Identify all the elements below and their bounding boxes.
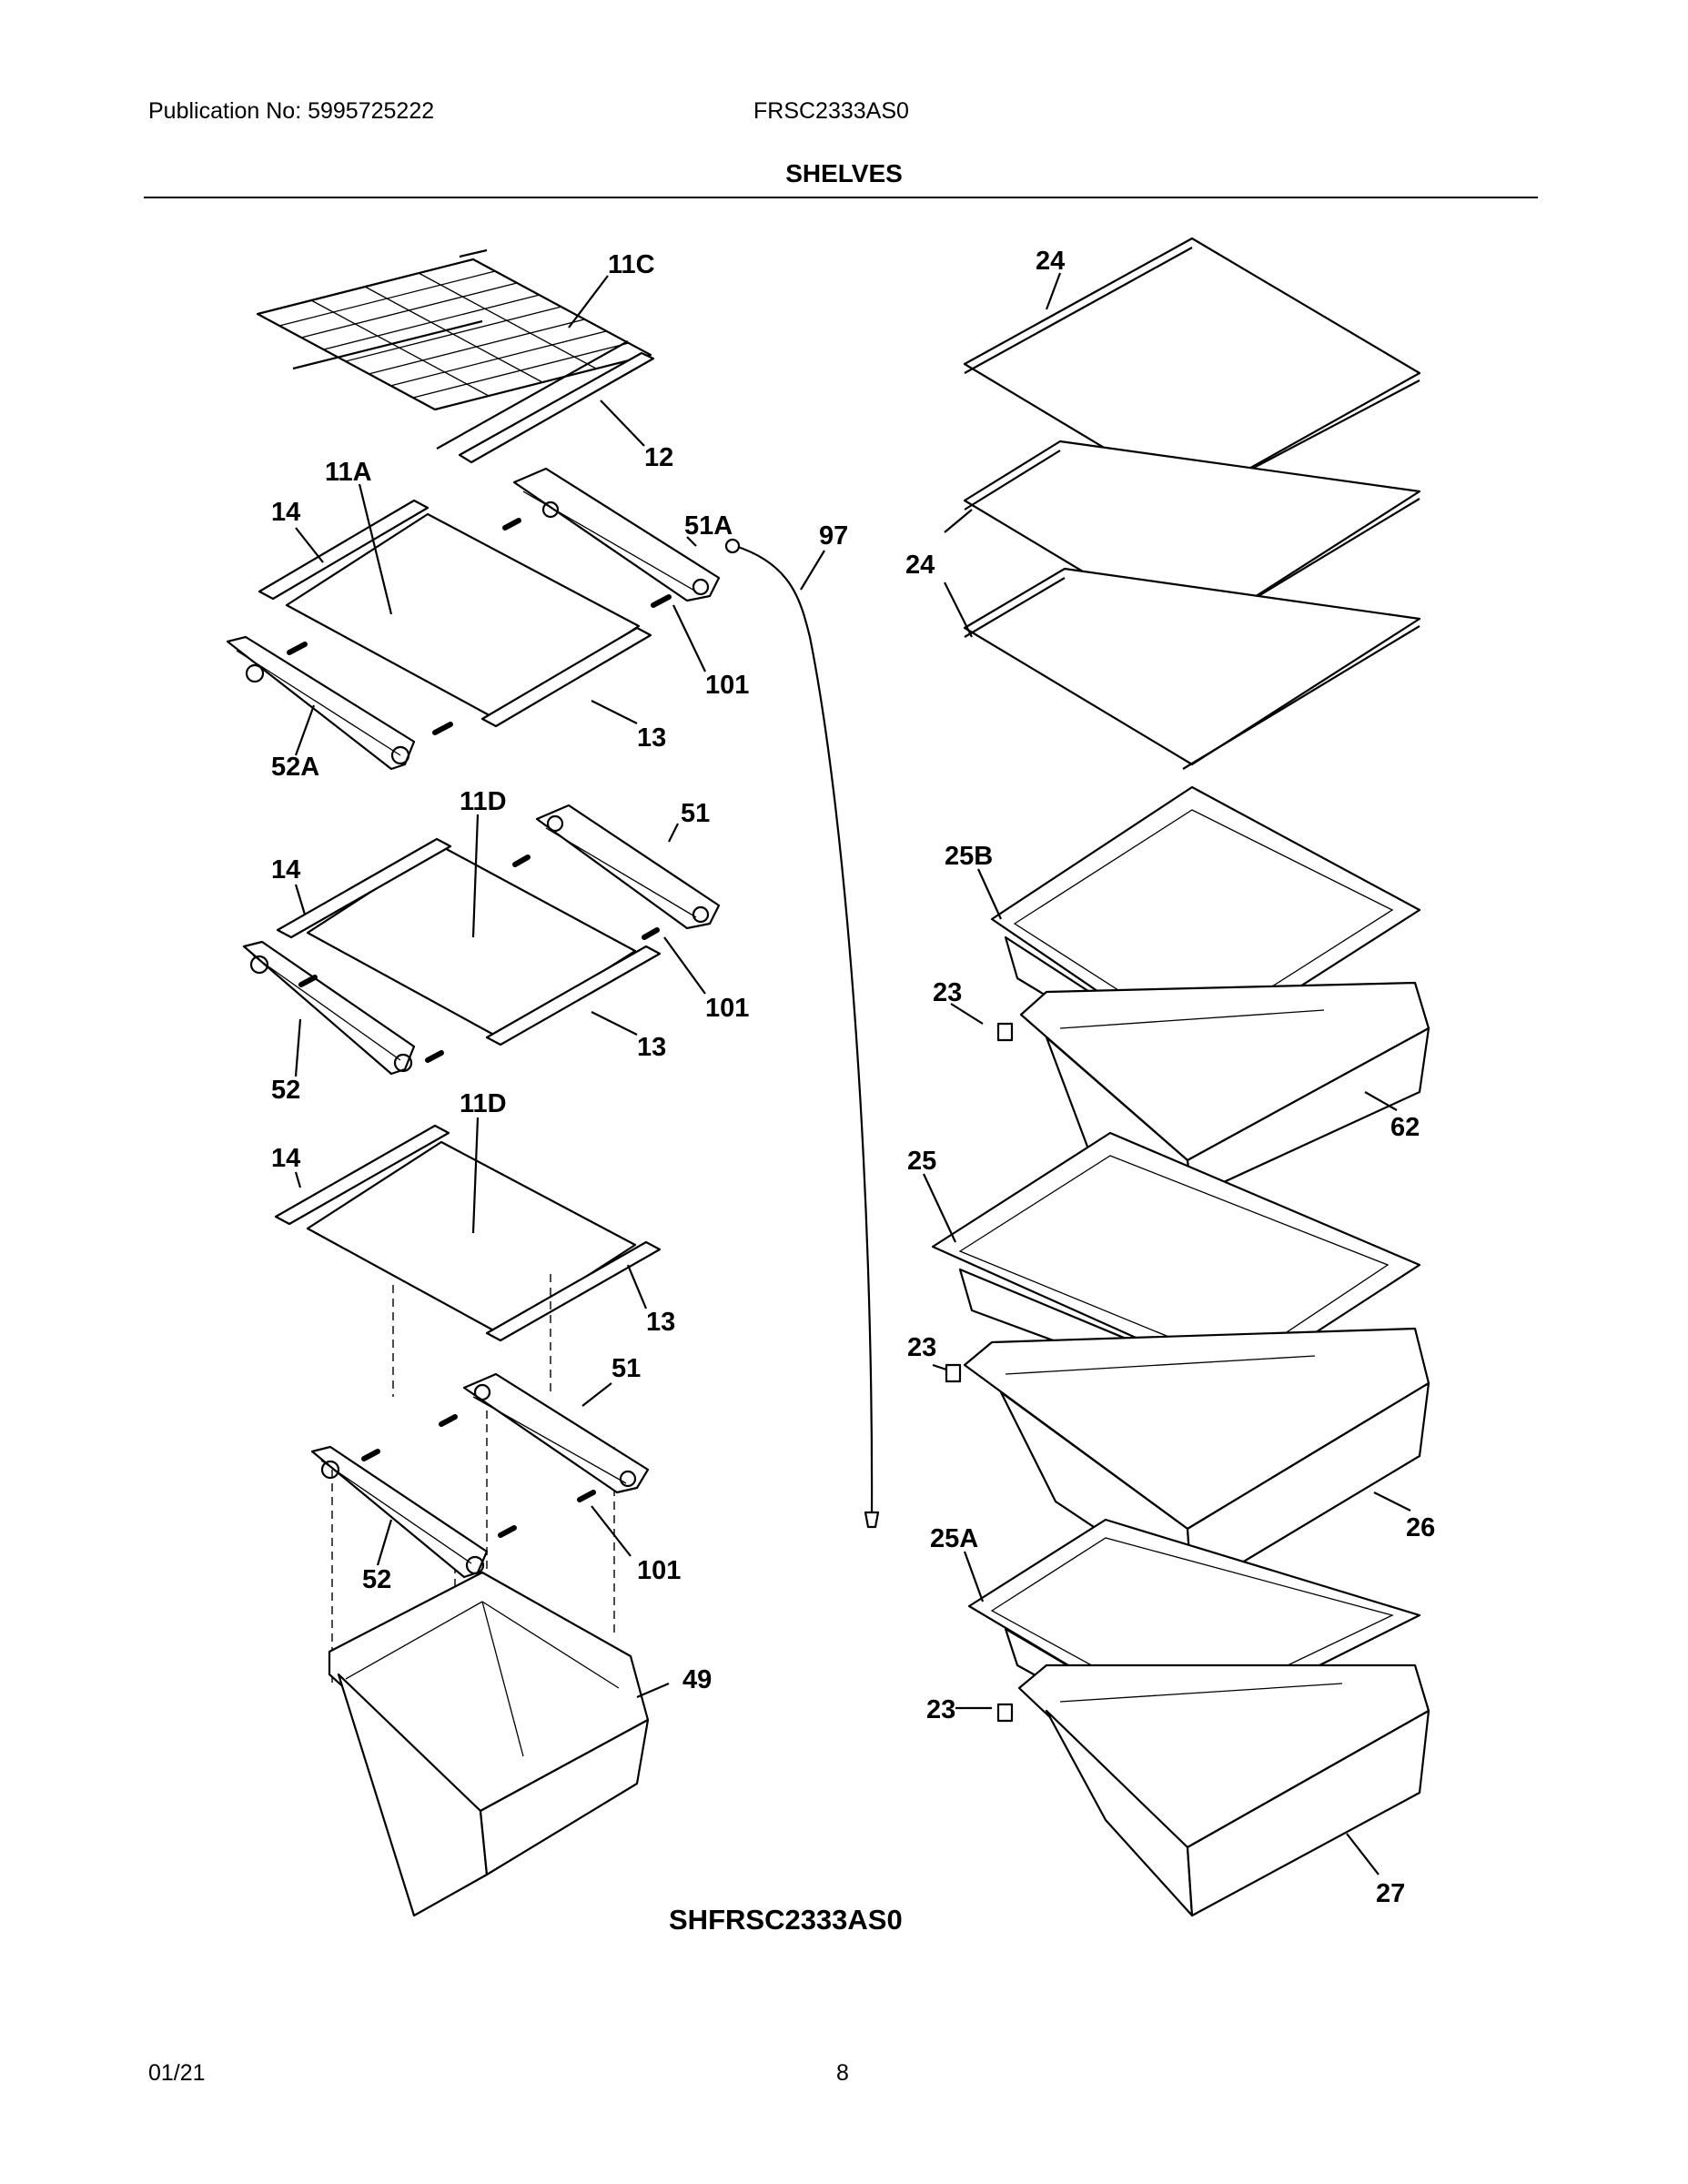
trim-13a <box>480 626 652 728</box>
part-label-26: 26 <box>1406 1513 1435 1542</box>
diagram-code: SHFRSC2333AS0 <box>669 1904 903 1936</box>
part-label-49: 49 <box>682 1665 712 1694</box>
part-label-52-a: 52 <box>271 1076 300 1105</box>
trim-14b <box>276 837 452 939</box>
bracket-51-upper <box>535 804 721 930</box>
clip-23b <box>945 1363 962 1383</box>
part-label-51-a: 51 <box>681 799 710 828</box>
leader-lines <box>294 272 1411 1876</box>
footer-date: 01/21 <box>148 2060 206 2086</box>
part-label-24-b: 24 <box>905 551 935 580</box>
bracket-52a <box>226 635 416 771</box>
publication-number: Publication No: 5995725222 <box>148 98 435 124</box>
bracket-51a <box>512 467 721 602</box>
water-tube-97 <box>734 544 874 1521</box>
part-label-11d-b: 11D <box>460 1089 507 1118</box>
screw-b4 <box>425 1050 444 1063</box>
part-label-13-c: 13 <box>646 1308 675 1337</box>
part-label-23-c: 23 <box>926 1695 955 1724</box>
bracket-52-upper <box>242 940 416 1076</box>
tube-fitting-top <box>724 538 741 554</box>
screw-c2 <box>577 1490 596 1502</box>
screw-c4 <box>498 1525 517 1538</box>
part-label-14-a: 14 <box>271 498 300 527</box>
page-number: 8 <box>836 2060 849 2086</box>
clip-23a <box>996 1022 1014 1042</box>
part-label-25: 25 <box>907 1147 936 1176</box>
screw-c3 <box>361 1449 380 1461</box>
part-label-101-b: 101 <box>705 994 749 1023</box>
part-label-52-b: 52 <box>362 1565 391 1594</box>
screw-b2 <box>642 927 660 940</box>
part-label-11a: 11A <box>325 458 372 487</box>
trim-13b <box>485 945 662 1046</box>
part-label-27: 27 <box>1376 1879 1405 1908</box>
trim-13c <box>485 1240 662 1342</box>
part-label-14-c: 14 <box>271 1144 300 1173</box>
screw-a2 <box>651 594 672 608</box>
section-title: SHELVES <box>785 159 903 187</box>
part-label-12: 12 <box>644 443 673 472</box>
trim-14c <box>274 1124 450 1226</box>
wire-shelf-11c <box>256 248 652 450</box>
bracket-51-lower <box>462 1372 650 1494</box>
bracket-52-lower <box>310 1445 489 1579</box>
part-label-25a: 25A <box>930 1524 978 1553</box>
drawer-26 <box>963 1327 1430 1594</box>
drawer-27 <box>1017 1663 1430 1917</box>
part-label-101-a: 101 <box>705 671 749 700</box>
screw-b3 <box>298 975 318 987</box>
part-label-62: 62 <box>1390 1113 1420 1142</box>
part-label-24-a: 24 <box>1036 247 1065 276</box>
part-label-13-a: 13 <box>637 723 666 753</box>
part-label-51a: 51A <box>684 511 733 541</box>
shelf-rail-12 <box>458 351 655 464</box>
trim-14a <box>258 499 430 601</box>
screw-a3 <box>287 642 308 655</box>
part-label-97: 97 <box>819 521 848 551</box>
crisper-bin-49 <box>328 1571 650 1917</box>
glass-shelf-11d-lower <box>306 1140 637 1335</box>
part-label-101-c: 101 <box>637 1556 681 1585</box>
part-label-23-b: 23 <box>907 1333 936 1362</box>
screw-a4 <box>432 722 453 735</box>
glass-shelf-11a <box>285 512 641 721</box>
part-label-52a: 52A <box>271 753 319 782</box>
part-label-11d-a: 11D <box>460 787 507 816</box>
clip-23c <box>996 1703 1014 1723</box>
glass-shelf-24-c <box>963 567 1421 770</box>
header-divider <box>144 197 1538 198</box>
model-number: FRSC2333AS0 <box>753 98 909 124</box>
part-label-14-b: 14 <box>271 855 300 885</box>
part-label-23-a: 23 <box>933 978 962 1007</box>
screw-a1 <box>502 518 521 531</box>
tube-fitting-bottom <box>864 1511 880 1529</box>
screw-b1 <box>512 854 531 867</box>
screw-c1 <box>439 1414 458 1427</box>
part-label-11c: 11C <box>608 250 655 279</box>
part-label-13-b: 13 <box>637 1033 666 1062</box>
part-label-51-b: 51 <box>612 1354 641 1383</box>
part-label-25b: 25B <box>945 842 993 871</box>
